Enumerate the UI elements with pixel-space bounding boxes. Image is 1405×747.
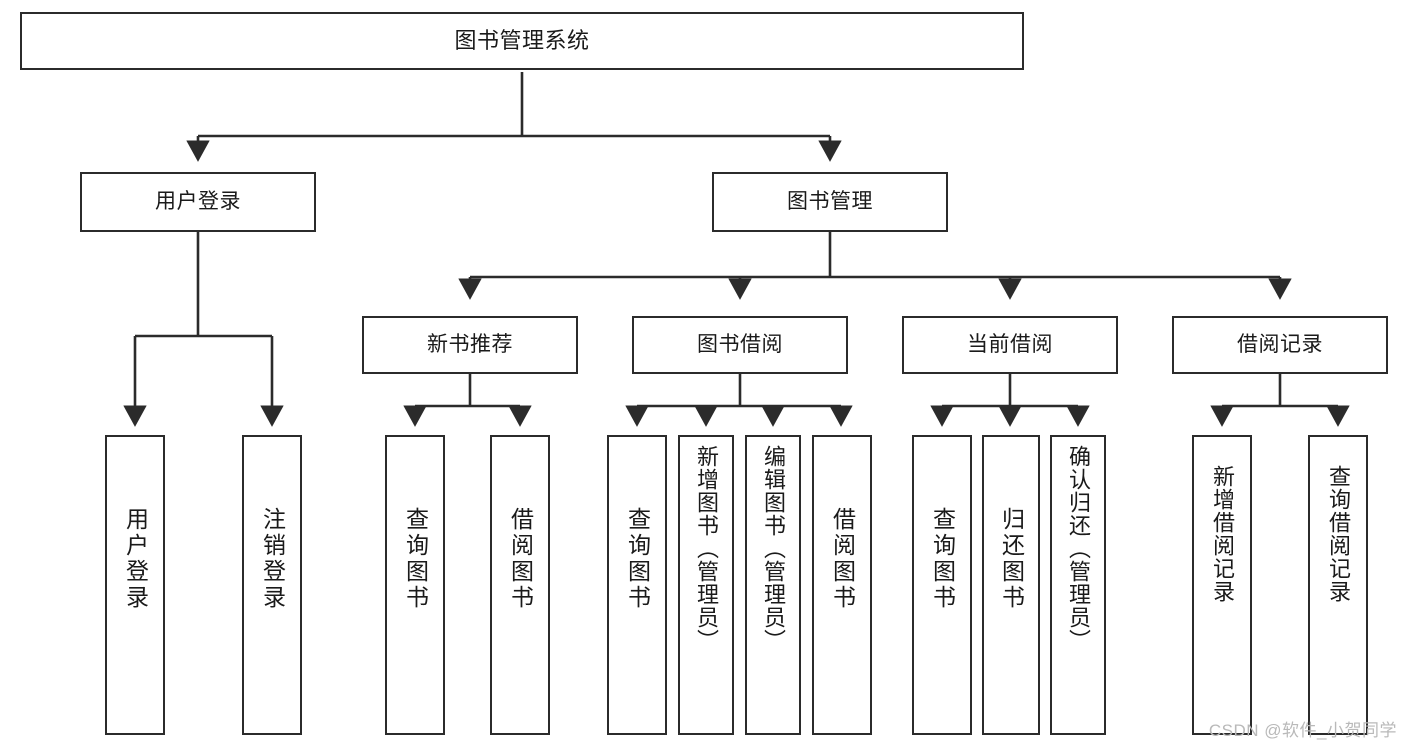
node-current-borrow[interactable]: 当前借阅 (902, 316, 1118, 374)
node-user-login[interactable]: 用户登录 (80, 172, 316, 232)
node-root-label: 图书管理系统 (454, 27, 590, 53)
leaf-user-logout-label: 注销登录 (259, 507, 286, 611)
leaf-edit-book-label: 编辑图书（管理员） (761, 445, 786, 652)
node-root[interactable]: 图书管理系统 (20, 12, 1024, 70)
node-book-borrow[interactable]: 图书借阅 (632, 316, 848, 374)
leaf-borrow-book-2-label: 借阅图书 (829, 507, 856, 611)
leaf-borrow-book-2[interactable]: 借阅图书 (812, 435, 872, 735)
leaf-query-book-2[interactable]: 查询图书 (607, 435, 667, 735)
leaf-add-record[interactable]: 新增借阅记录 (1192, 435, 1252, 735)
leaf-return-book-label: 归还图书 (998, 507, 1025, 611)
leaf-confirm-return[interactable]: 确认归还（管理员） (1050, 435, 1106, 735)
node-book-manage[interactable]: 图书管理 (712, 172, 948, 232)
leaf-add-book[interactable]: 新增图书（管理员） (678, 435, 734, 735)
leaf-query-book-2-label: 查询图书 (624, 507, 651, 611)
leaf-add-record-label: 新增借阅记录 (1210, 465, 1235, 603)
leaf-query-book-1[interactable]: 查询图书 (385, 435, 445, 735)
leaf-user-login-label: 用户登录 (122, 507, 149, 611)
leaf-add-book-label: 新增图书（管理员） (694, 445, 719, 652)
node-book-manage-label: 图书管理 (787, 190, 873, 214)
leaf-query-record[interactable]: 查询借阅记录 (1308, 435, 1368, 735)
leaf-return-book[interactable]: 归还图书 (982, 435, 1040, 735)
leaf-user-login[interactable]: 用户登录 (105, 435, 165, 735)
watermark: CSDN @软件_小贺同学 (1208, 721, 1397, 740)
leaf-borrow-book-1[interactable]: 借阅图书 (490, 435, 550, 735)
leaf-query-book-1-label: 查询图书 (402, 507, 429, 611)
leaf-user-logout[interactable]: 注销登录 (242, 435, 302, 735)
leaf-confirm-return-label: 确认归还（管理员） (1066, 445, 1091, 652)
node-new-book-recommend[interactable]: 新书推荐 (362, 316, 578, 374)
node-current-borrow-label: 当前借阅 (967, 333, 1053, 357)
leaf-edit-book[interactable]: 编辑图书（管理员） (745, 435, 801, 735)
leaf-query-book-3-label: 查询图书 (929, 507, 956, 611)
leaf-borrow-book-1-label: 借阅图书 (507, 507, 534, 611)
node-borrow-record[interactable]: 借阅记录 (1172, 316, 1388, 374)
node-borrow-record-label: 借阅记录 (1237, 333, 1323, 357)
node-book-borrow-label: 图书借阅 (697, 333, 783, 357)
leaf-query-book-3[interactable]: 查询图书 (912, 435, 972, 735)
node-user-login-label: 用户登录 (155, 190, 241, 214)
leaf-query-record-label: 查询借阅记录 (1326, 465, 1351, 603)
node-new-book-recommend-label: 新书推荐 (427, 333, 513, 357)
